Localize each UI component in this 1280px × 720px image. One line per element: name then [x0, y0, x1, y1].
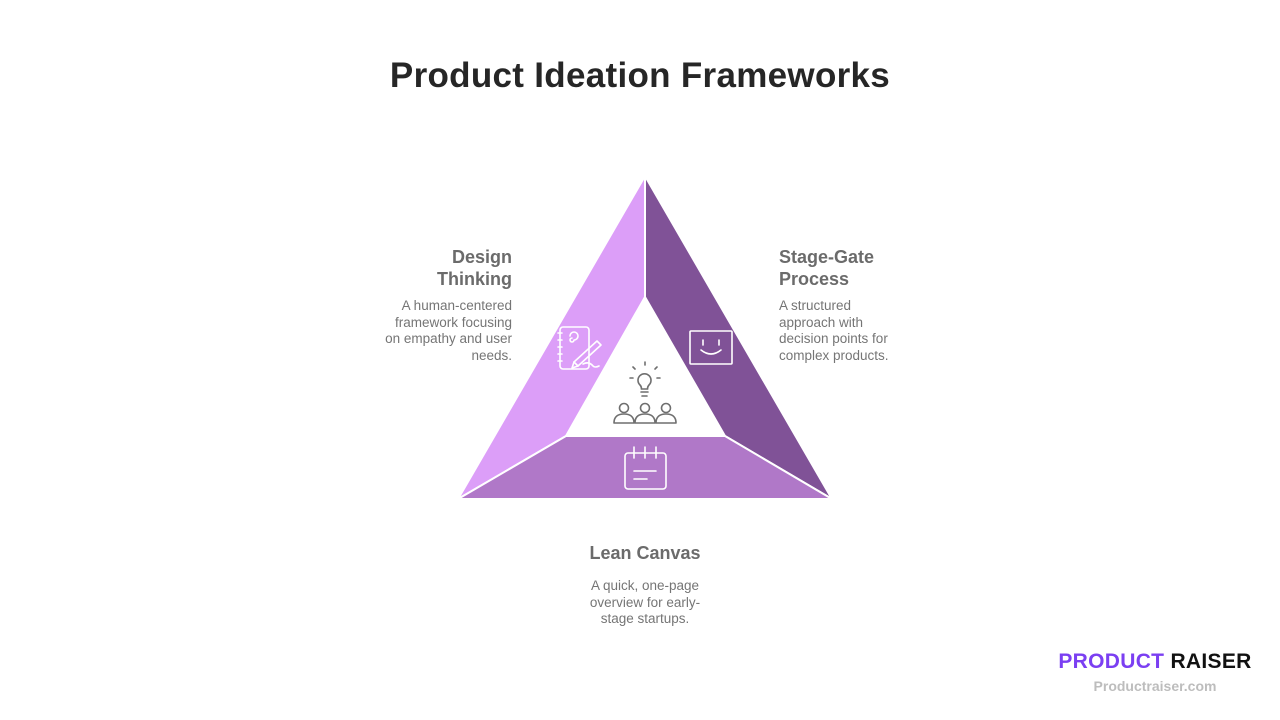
- brand-url[interactable]: Productraiser.com: [1093, 678, 1217, 694]
- lightbulb-icon: [629, 361, 661, 397]
- stage-gate-desc: A structured: [779, 298, 852, 313]
- design-thinking-heading-1: Design: [451, 247, 512, 267]
- lean-canvas-desc: A quick, one-page: [590, 578, 700, 593]
- page-title: Product Ideation Frameworks: [389, 56, 891, 95]
- stage-gate-desc: decision points for: [779, 331, 888, 346]
- stage-gate-heading-2: Process: [779, 269, 850, 289]
- smiley-board-icon: [689, 330, 733, 365]
- stage-gate-desc: complex products.: [779, 347, 889, 363]
- design-thinking-desc: framework focusing: [394, 314, 512, 330]
- brand-part2: RAISER: [1170, 650, 1252, 673]
- team-people-icon: [613, 402, 677, 424]
- lean-canvas-heading: Lean Canvas: [589, 543, 701, 563]
- design-thinking-heading-2: Thinking: [437, 269, 512, 289]
- design-thinking-label: Design Thinking A human-centered framewo…: [340, 246, 512, 364]
- calendar-note-icon: [624, 446, 667, 490]
- lean-canvas-label: Lean Canvas A quick, one-page overview f…: [545, 542, 745, 628]
- design-thinking-desc: needs.: [471, 347, 512, 363]
- lean-canvas-desc: overview for early-: [589, 594, 701, 610]
- stage-gate-heading-1: Stage-Gate: [779, 247, 875, 267]
- stage-gate-label: Stage-Gate Process A structured approach…: [779, 246, 929, 364]
- design-thinking-desc: A human-centered: [401, 298, 512, 313]
- brand-logo: PRODUCT RAISER Productraiser.com: [1050, 650, 1260, 694]
- notebook-pen-icon: [557, 326, 602, 370]
- segment-lean-canvas[interactable]: [457, 435, 833, 500]
- stage-gate-desc: approach with: [779, 314, 864, 330]
- design-thinking-desc: on empathy and user: [385, 331, 512, 346]
- lean-canvas-desc: stage startups.: [600, 611, 690, 626]
- brand-part1: PRODUCT: [1058, 650, 1165, 673]
